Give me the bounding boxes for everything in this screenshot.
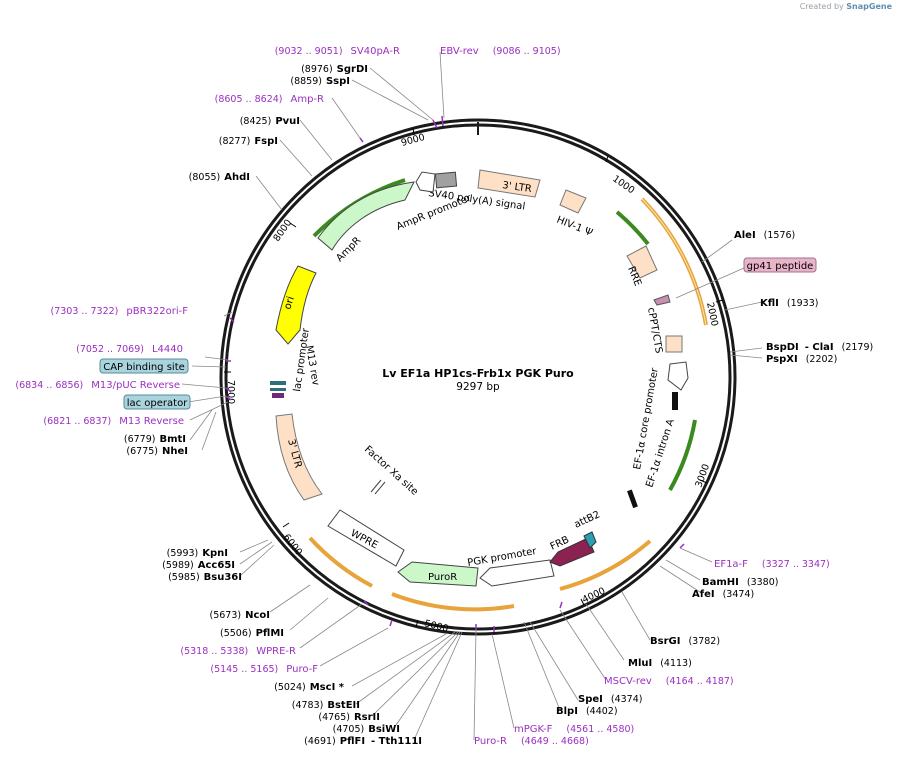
site-bsiwi: (4705)BsiWI (333, 724, 400, 735)
attb2-feature (583, 531, 597, 549)
puror-label: PuroR (428, 572, 457, 583)
site-alei: AleI(1576) (734, 230, 795, 241)
primer-wpre-r: (5318 .. 5338)WPRE-R (180, 646, 296, 657)
site-afei: AfeI(3474) (692, 589, 754, 600)
gp41-label: gp41 peptide (747, 261, 814, 272)
cap-marker (270, 388, 286, 391)
site-sgrdi: (8976)SgrDI (301, 64, 368, 75)
cap-binding-site-label: CAP binding site (103, 362, 185, 373)
hiv1-feature (559, 189, 587, 214)
site-acc65i: (5989)Acc65I (162, 560, 235, 571)
restriction-sites: (8976)SgrDI (8859)SspI (8425)PvuI (8277)… (124, 64, 873, 747)
site-pspxi: PspXI(2202) (766, 354, 837, 365)
site-bsteii: (4783)BstEII (292, 700, 360, 711)
site-nhei: (6775)NheI (126, 446, 188, 457)
snapgene-brand: SnapGene (846, 2, 892, 11)
ef1a-marker (672, 392, 678, 410)
site-bsu36i: (5985)Bsu36I (168, 572, 242, 583)
site-spei: SpeI(4374) (578, 694, 642, 705)
primer-puro-f: (5145 .. 5165)Puro-F (210, 664, 318, 675)
site-bamhi: BamHI(3380) (702, 577, 778, 588)
primer-amp-r: (8605 .. 8624)Amp-R (215, 94, 324, 105)
backbone (219, 118, 737, 636)
plasmid-length: 9297 bp (456, 381, 500, 393)
primer-m13-reverse: (6821 .. 6837)M13 Reverse (43, 416, 184, 427)
outer-arcs (308, 178, 708, 612)
snapgene-credit: Created by SnapGene (800, 2, 892, 11)
frb-feature (549, 537, 595, 567)
primer-sv40pa-r: (9032 .. 9051)SV40pA-R (275, 46, 400, 57)
site-pvui: (8425)PvuI (240, 116, 300, 127)
primer-mpgk-f: mPGK-F(4561 .. 4580) (514, 724, 634, 735)
site-bsrgi: BsrGI(3782) (650, 636, 720, 647)
tick-label: 5000 (423, 618, 449, 635)
cppt-feature (665, 335, 683, 353)
site-ncoi: (5673)NcoI (210, 610, 270, 621)
attb2-label: attB2 (573, 509, 602, 530)
ltr-top-label: 3' LTR (502, 180, 533, 195)
site-kpni: (5993)KpnI (167, 548, 228, 559)
credit-prefix: Created by (799, 2, 844, 11)
tick-label: 2000 (704, 301, 720, 327)
site-pflmi: (5506)PflMI (220, 628, 284, 639)
puror-feature (397, 561, 479, 587)
cppt-label: cPPT/CTS (645, 307, 664, 355)
sv40-feature (434, 171, 458, 189)
boxed-labels: gp41 peptide CAP binding site lac operat… (99, 257, 817, 410)
ef1a-core-feature (667, 361, 689, 391)
site-rsrii: (4765)RsrII (318, 712, 380, 723)
site-ahdi: (8055)AhdI (189, 172, 250, 183)
factor-xa-label: Factor Xa site (362, 444, 420, 498)
ltr-left-feature (275, 413, 323, 501)
primer-mscv-rev: MSCV-rev(4164 .. 4187) (604, 676, 734, 687)
pgk-feature (479, 559, 555, 587)
ampr-promoter-feature (415, 171, 436, 193)
primer-ebv-rev: EBV-rev(9086 .. 9105) (440, 46, 561, 57)
site-mlui: MluI(4113) (628, 658, 692, 669)
site-kfli: KflI(1933) (760, 298, 818, 309)
ori-feature (275, 265, 317, 345)
tick-label: 9000 (400, 132, 426, 149)
lac-marker (270, 381, 286, 385)
site-sspi: (8859)SspI (290, 76, 350, 87)
primer-ticks (225, 115, 685, 632)
hiv1-label: HIV-1 Ψ (555, 215, 594, 239)
site-pflfi: (4691)PflFI- Tth111I (304, 736, 422, 747)
site-blpi: BlpI(4402) (556, 706, 618, 717)
primer-m13puc-reverse: (6834 .. 6856)M13/pUC Reverse (15, 380, 180, 391)
gp41-feature (653, 294, 671, 306)
primer-ef1a-f: EF1a-F(3327 .. 3347) (714, 559, 830, 570)
attb-marker (627, 489, 638, 509)
primer-l4440: (7052 .. 7069)L4440 (76, 344, 183, 355)
site-fspi: (8277)FspI (219, 136, 278, 147)
ampr-feature (317, 181, 415, 251)
ori-label: ori (282, 295, 296, 311)
plasmid-title: Lv EF1a HP1cs-Frb1x PGK Puro (382, 367, 574, 380)
lac-operator-label: lac operator (127, 398, 188, 409)
rre-feature (626, 245, 658, 279)
primer-labels: (9032 .. 9051)SV40pA-R EBV-rev(9086 .. 9… (15, 46, 829, 747)
primer-puro-r: Puro-R(4649 .. 4668) (474, 736, 589, 747)
leader-lines (181, 51, 763, 741)
site-bspdi: BspDI- ClaI(2179) (766, 342, 873, 353)
m13-marker (272, 393, 284, 398)
primer-pbr322ori-f: (7303 .. 7322)pBR322ori-F (51, 306, 189, 317)
site-bmti: (6779)BmtI (124, 434, 186, 445)
site-msci: (5024)MscI * (274, 682, 345, 693)
ltr-top-feature (477, 169, 541, 198)
wpre-feature (327, 509, 405, 567)
